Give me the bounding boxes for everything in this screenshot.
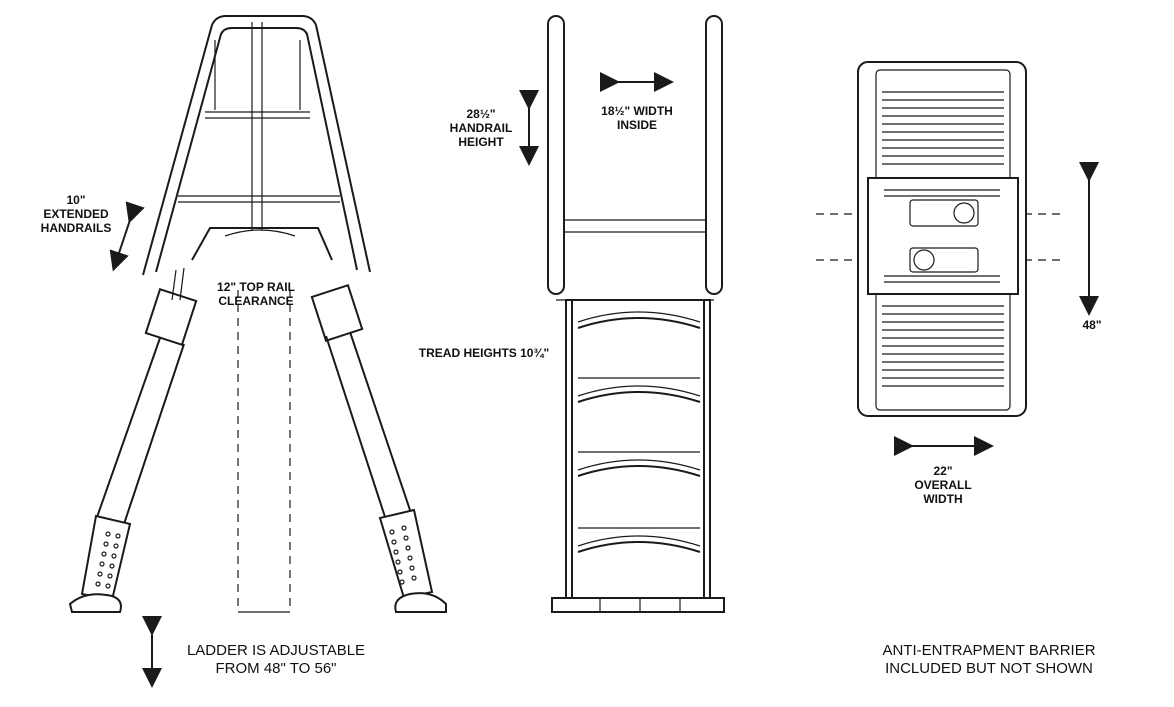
- top-platform-details: [884, 189, 1000, 283]
- pool-wall-top: [816, 213, 1062, 261]
- top-view-treads: [882, 91, 1004, 387]
- top-rail-clearance-label: 12" TOP RAIL CLEARANCE: [217, 280, 295, 308]
- anti-entrapment-note: ANTI-ENTRAPMENT BARRIER INCLUDED BUT NOT…: [882, 642, 1096, 677]
- a-frame-top: [142, 15, 371, 276]
- extended-handrails-arrow: [109, 201, 145, 272]
- overall-width-label: 22" OVERALL WIDTH: [914, 464, 972, 506]
- tread-steps: [577, 311, 701, 553]
- tread-heights-label: TREAD HEIGHTS 10¾": [418, 346, 550, 360]
- side-steps-frame: [551, 299, 725, 613]
- handrail-height-label: 28½" HANDRAIL HEIGHT: [449, 107, 513, 149]
- adjustable-note: LADDER IS ADJUSTABLE FROM 48" TO 56": [186, 642, 366, 677]
- width-inside-label: 18½" WIDTH INSIDE: [601, 104, 673, 132]
- length-label: 48": [1082, 318, 1102, 332]
- side-view-ladder: [519, 15, 725, 613]
- pool-wall-dashed: [237, 290, 291, 613]
- side-handrails: [547, 15, 723, 301]
- front-view-ladder: [68, 15, 447, 688]
- left-leg: [68, 267, 198, 613]
- top-view-ladder: [816, 61, 1099, 456]
- right-leg: [310, 283, 447, 613]
- extended-handrails-label: 10" EXTENDED HANDRAILS: [40, 193, 112, 235]
